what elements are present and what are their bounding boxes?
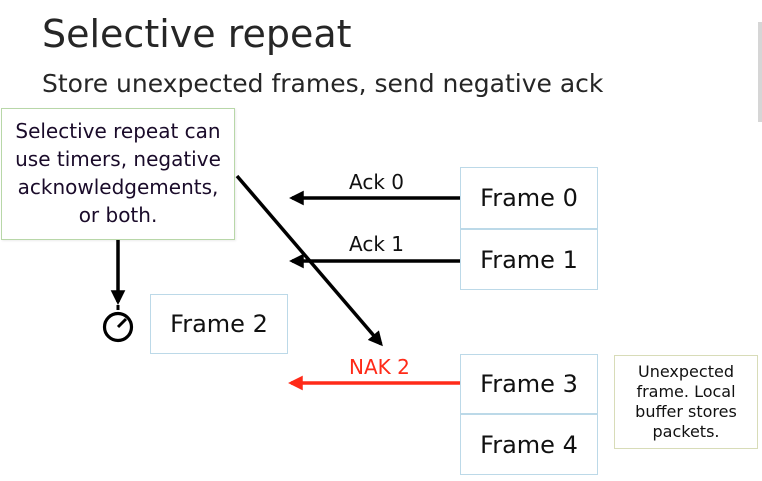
nak-2-label: NAK 2 bbox=[349, 355, 410, 379]
ack-0-label: Ack 0 bbox=[349, 170, 404, 194]
slide-subtitle: Store unexpected frames, send negative a… bbox=[42, 69, 604, 98]
scrollbar[interactable] bbox=[758, 22, 762, 122]
frame-3-label: Frame 3 bbox=[480, 370, 578, 398]
frame-2-label: Frame 2 bbox=[170, 310, 268, 338]
frame-0-label: Frame 0 bbox=[480, 184, 578, 212]
unexpected-frame-note: Unexpected frame. Local buffer stores pa… bbox=[614, 355, 758, 449]
note-text: Unexpected frame. Local buffer stores pa… bbox=[635, 362, 737, 441]
ack-1-label: Ack 1 bbox=[349, 232, 404, 256]
frame-4-label: Frame 4 bbox=[480, 430, 578, 459]
timer-icon bbox=[102, 305, 134, 343]
frame-1-label: Frame 1 bbox=[480, 245, 578, 274]
frame-2-box: Frame 2 bbox=[150, 294, 288, 354]
frame-4-box: Frame 4 bbox=[460, 414, 598, 475]
frame-3-box: Frame 3 bbox=[460, 354, 598, 414]
callout-text: Selective repeat can use timers, negativ… bbox=[15, 119, 221, 227]
callout-box: Selective repeat can use timers, negativ… bbox=[1, 108, 235, 240]
slide-title: Selective repeat bbox=[42, 12, 352, 56]
frame-1-box: Frame 1 bbox=[460, 229, 598, 290]
frame-0-box: Frame 0 bbox=[460, 167, 598, 229]
